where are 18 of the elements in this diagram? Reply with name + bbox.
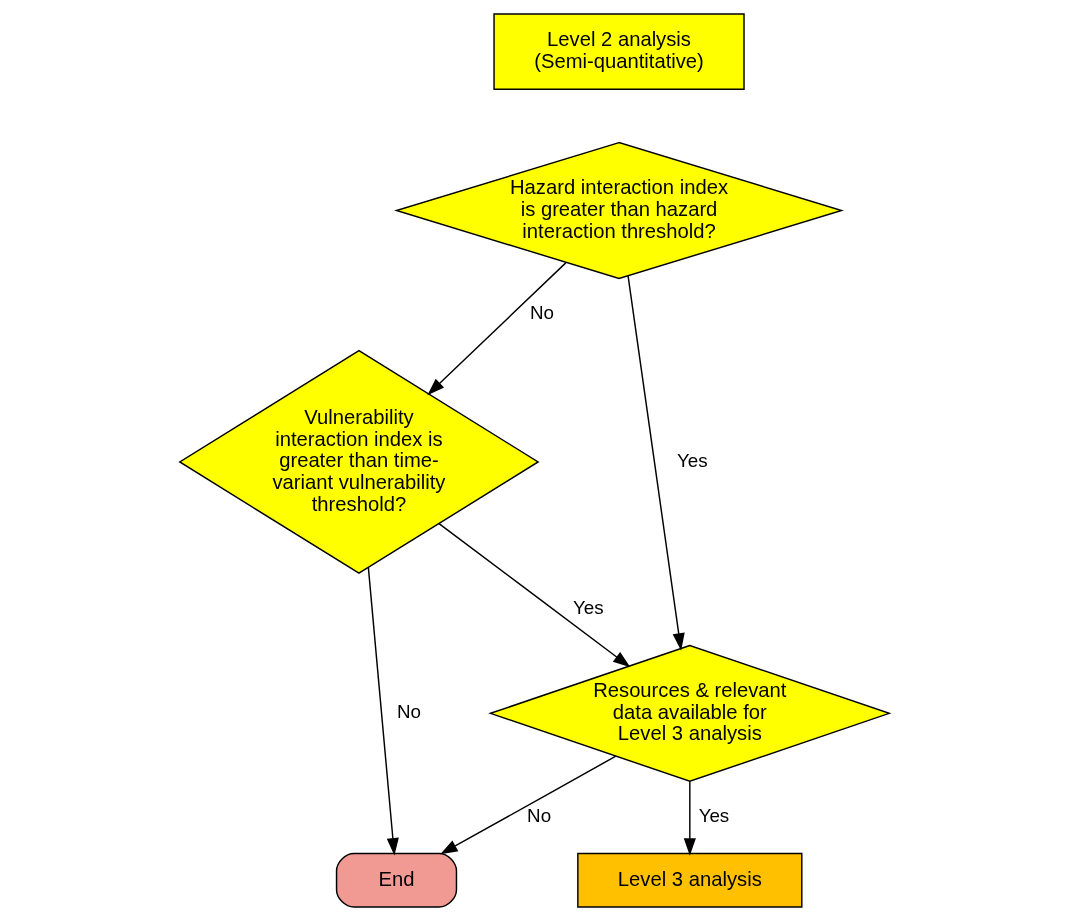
- node-box: End: [335, 852, 458, 908]
- arrow: [367, 566, 399, 856]
- edge-label: Yes: [572, 597, 604, 619]
- arrow: [427, 262, 567, 396]
- node-diamond: Resources & relevant data available for Level 3 analysis: [488, 644, 892, 783]
- node-box: Level 2 analysis (Semi-quantitative): [493, 13, 745, 90]
- node-diamond: Hazard interaction index is greater than hazard interaction threshold?: [394, 141, 844, 280]
- arrow: [627, 275, 685, 651]
- edge-label: No: [527, 805, 552, 827]
- node-diamond: Vulnerability interaction index is greater than time-variant vulnerability threshold?: [178, 349, 540, 575]
- arrow: [438, 522, 631, 668]
- arrow: [440, 755, 617, 855]
- edge-label: Yes: [698, 805, 730, 827]
- node-box: Level 3 analysis: [577, 852, 803, 908]
- arrow: [683, 780, 696, 856]
- edge-label: No: [397, 701, 422, 723]
- edge-label: No: [530, 302, 554, 324]
- edge-label: Yes: [676, 449, 708, 471]
